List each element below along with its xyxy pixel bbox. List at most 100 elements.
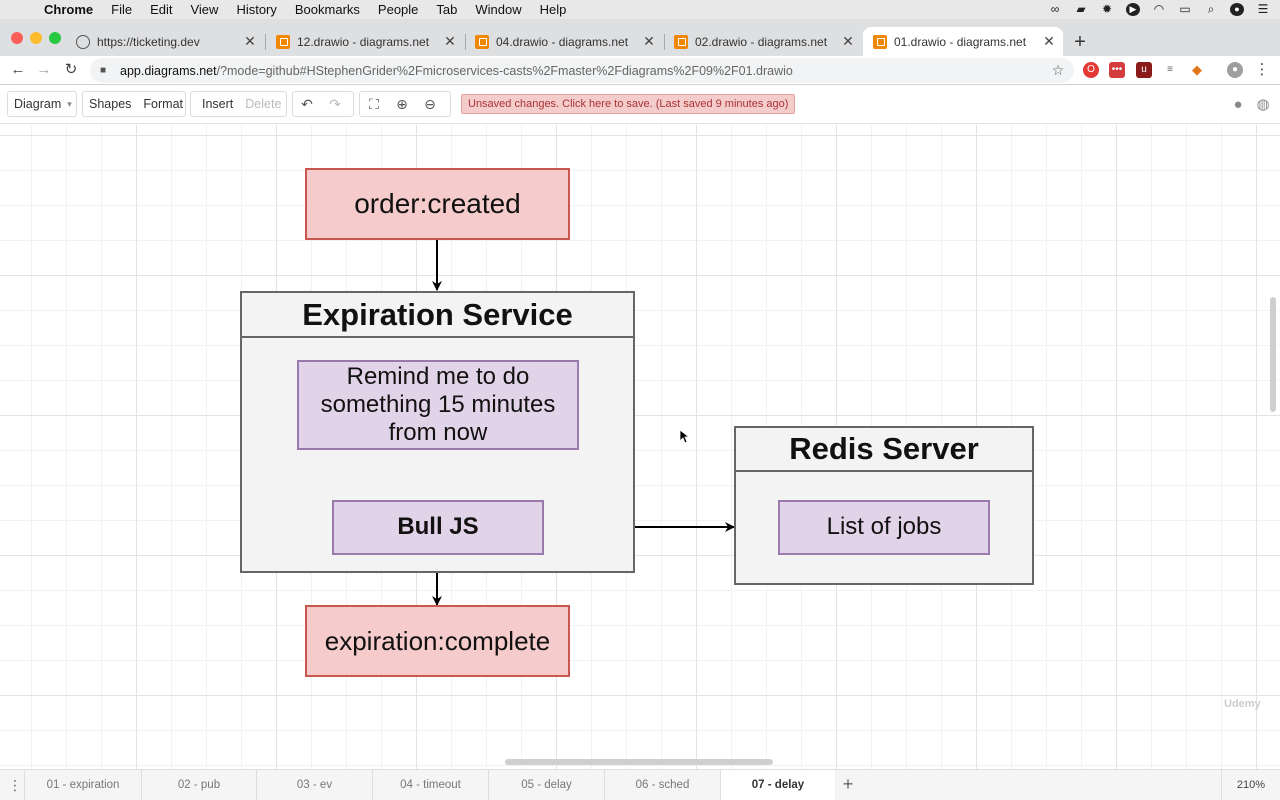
notification-center-icon[interactable]: ☰ [1257, 2, 1269, 16]
metamask-fox-icon[interactable]: ◆ [1189, 62, 1205, 78]
close-window-button[interactable] [11, 32, 23, 44]
format-button[interactable]: Format [143, 97, 183, 111]
page-tab-05-delay[interactable]: 05 - delay [488, 770, 604, 800]
undo-icon[interactable]: ↶ [301, 95, 313, 112]
tab-ticketing[interactable]: https://ticketing.dev ✕ [66, 27, 264, 56]
page-tab-04-timeout[interactable]: 04 - timeout [372, 770, 488, 800]
glasses-icon[interactable]: ∞ [1050, 2, 1060, 16]
menu-window[interactable]: Window [475, 2, 522, 17]
battery-icon[interactable]: ▭ [1179, 2, 1191, 16]
gear-icon[interactable]: ✹ [1101, 2, 1113, 16]
menu-help[interactable]: Help [539, 2, 567, 17]
record-icon[interactable]: ▶ [1126, 3, 1140, 16]
bull-js-label: Bull JS [397, 513, 479, 541]
tab-01-drawio[interactable]: 01.drawio - diagrams.net ✕ [863, 27, 1063, 56]
siri-icon[interactable]: ● [1230, 3, 1244, 16]
search-icon[interactable]: ⌕ [1207, 2, 1215, 16]
fit-page-icon[interactable]: ⛶ [369, 95, 379, 112]
browser-toolbar: ← → ↻ ■ app.diagrams.net/?mode=github#HS… [0, 56, 1280, 85]
close-icon[interactable]: ✕ [444, 33, 456, 49]
tab-label: 12.drawio - diagrams.net [297, 34, 430, 49]
minimize-window-button[interactable] [30, 32, 42, 44]
menu-tab[interactable]: Tab [436, 2, 458, 17]
url-text[interactable]: app.diagrams.net/?mode=github#HStephenGr… [120, 64, 1048, 78]
zoom-out-icon[interactable]: ⊖ [424, 95, 436, 112]
zoom-level[interactable]: 210% [1221, 770, 1280, 800]
delete-button[interactable]: Delete [245, 97, 282, 111]
wifi-icon[interactable]: ◠ [1153, 2, 1165, 16]
menu-history[interactable]: History [236, 2, 277, 17]
close-icon[interactable]: ✕ [1043, 33, 1055, 49]
expiration-service-title: Expiration Service [242, 293, 633, 338]
diagram-menu-label: Diagram [14, 97, 62, 111]
insert-button[interactable]: Insert [202, 97, 234, 111]
expiration-complete-event[interactable]: expiration:complete [305, 605, 570, 677]
address-bar[interactable]: ■ app.diagrams.net/?mode=github#HStephen… [90, 58, 1074, 83]
new-tab-button[interactable]: + [1074, 31, 1086, 53]
reload-icon[interactable]: ↻ [64, 61, 78, 78]
menu-edit[interactable]: Edit [150, 2, 173, 17]
bull-js-task[interactable]: Bull JS [332, 500, 544, 555]
tab-divider [265, 34, 266, 50]
horizontal-scrollbar[interactable] [505, 759, 773, 765]
history-group: ↶ ↷ [292, 91, 354, 117]
drawio-icon [674, 34, 688, 49]
page-tab-01-expiration[interactable]: 01 - expiration [24, 770, 141, 800]
menu-bookmarks[interactable]: Bookmarks [294, 2, 360, 17]
back-arrow-icon[interactable]: ← [10, 61, 26, 78]
drawio-toolbar: Diagram ▾ Shapes Format Insert Delete ↶ ↷… [0, 86, 1280, 124]
pages-menu-icon[interactable]: ⋮ [8, 777, 22, 793]
profile-avatar[interactable]: ● [1227, 62, 1243, 78]
view-group: ⛶ ⊕ ⊖ [359, 91, 451, 117]
close-icon[interactable]: ✕ [244, 33, 256, 49]
opera-extension-icon[interactable]: O [1083, 62, 1099, 78]
close-icon[interactable]: ✕ [643, 33, 655, 49]
forward-arrow-icon[interactable]: → [36, 61, 52, 78]
redo-icon[interactable]: ↷ [329, 95, 341, 112]
tab-label: 04.drawio - diagrams.net [496, 34, 629, 49]
page-tab-03-ev[interactable]: 03 - ev [256, 770, 372, 800]
edit-group: Insert Delete [190, 91, 287, 117]
lastpass-extension-icon[interactable]: ••• [1109, 62, 1125, 78]
docker-icon[interactable]: ▰ [1076, 2, 1086, 16]
tab-04-drawio[interactable]: 04.drawio - diagrams.net ✕ [465, 27, 663, 56]
user-icon[interactable]: ● [1233, 96, 1243, 113]
tab-divider [465, 34, 466, 50]
remind-task[interactable]: Remind me to do something 15 minutes fro… [297, 360, 579, 450]
zoom-window-button[interactable] [49, 32, 61, 44]
expiration-complete-label: expiration:complete [324, 625, 551, 656]
language-globe-icon[interactable]: ◍ [1256, 96, 1270, 113]
lock-icon[interactable]: ■ [100, 65, 107, 76]
drawio-icon [873, 34, 887, 49]
tab-label: https://ticketing.dev [97, 34, 200, 49]
add-page-button[interactable]: + [842, 774, 854, 794]
mouse-pointer-icon [680, 430, 690, 444]
tab-12-drawio[interactable]: 12.drawio - diagrams.net ✕ [266, 27, 464, 56]
shapes-button[interactable]: Shapes [89, 97, 132, 111]
tab-02-drawio[interactable]: 02.drawio - diagrams.net ✕ [664, 27, 862, 56]
menu-view[interactable]: View [190, 2, 219, 17]
order-created-event[interactable]: order:created [305, 168, 570, 240]
bookmark-star-icon[interactable]: ☆ [1051, 62, 1065, 78]
udemy-watermark-logo: Udemy [1224, 698, 1261, 710]
list-of-jobs-task[interactable]: List of jobs [778, 500, 990, 555]
ublock-extension-icon[interactable]: u [1136, 62, 1152, 78]
chevron-down-icon: ▾ [67, 98, 72, 109]
vertical-scrollbar[interactable] [1270, 297, 1276, 412]
menu-people[interactable]: People [377, 2, 419, 17]
reader-extension-icon[interactable]: ≡ [1162, 62, 1178, 78]
diagram-canvas[interactable]: order:created Expiration Service Remind … [0, 125, 1280, 769]
status-icons: ∞ ▰ ✹ ▶ ◠ ▭ ⌕ ● ☰ [1048, 0, 1270, 19]
menu-file[interactable]: File [111, 2, 133, 17]
page-tab-07-delay[interactable]: 07 - delay [720, 770, 835, 800]
redis-server-title: Redis Server [736, 428, 1032, 472]
drawio-icon [475, 34, 489, 49]
zoom-in-icon[interactable]: ⊕ [396, 95, 408, 112]
close-icon[interactable]: ✕ [842, 33, 854, 49]
menu-app-chrome[interactable]: Chrome [44, 2, 94, 17]
unsaved-changes-banner[interactable]: Unsaved changes. Click here to save. (La… [461, 94, 796, 114]
page-tab-02-pub[interactable]: 02 - pub [141, 770, 256, 800]
page-tab-06-sched[interactable]: 06 - sched [604, 770, 720, 800]
chrome-menu-icon[interactable]: ⋮ [1254, 61, 1270, 78]
diagram-menu[interactable]: Diagram ▾ [7, 91, 77, 117]
